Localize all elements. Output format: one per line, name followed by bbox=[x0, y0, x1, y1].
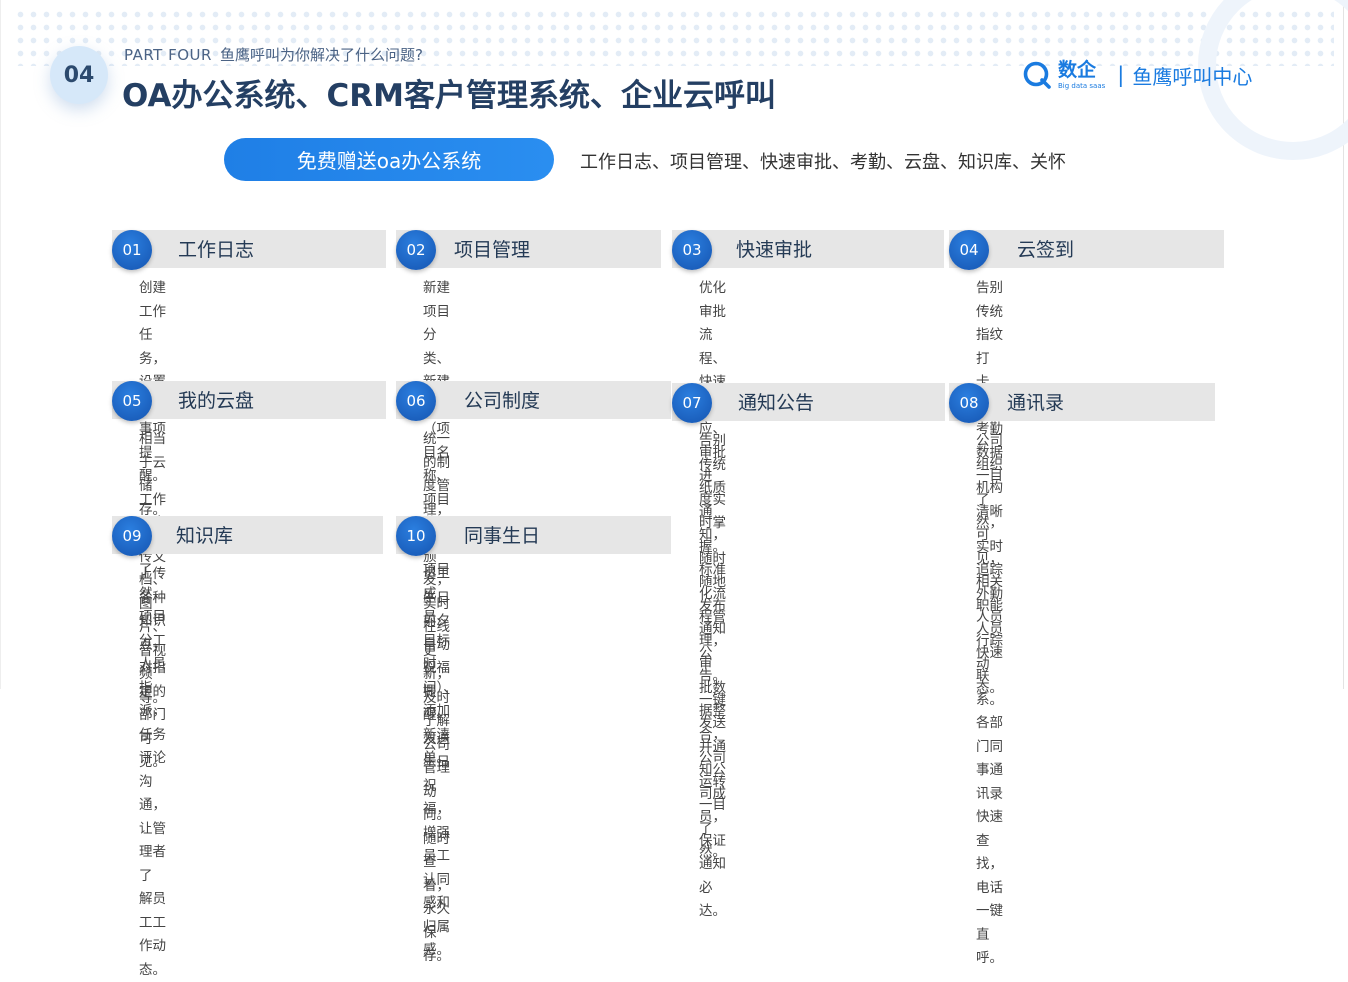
feature-number-badge: 01 bbox=[112, 230, 152, 270]
feature-number-badge: 03 bbox=[672, 230, 712, 270]
description-line: 公司组织机构清晰可见，相关职能 bbox=[976, 433, 1003, 614]
section-subtitle: PART FOUR 鱼鹰呼叫为你解决了什么问题? bbox=[124, 44, 423, 65]
feature-card-title: 通讯录 bbox=[949, 383, 1215, 421]
description-line: 上传各种知识点，对指定的部门可 bbox=[139, 566, 166, 747]
description-line: 通知公告。一键发送并通知公司成 bbox=[699, 621, 726, 802]
free-oa-pill: 免费赠送oa办公系统 bbox=[224, 138, 554, 181]
call-center-name: 鱼鹰呼叫中心 bbox=[1132, 64, 1253, 89]
feature-card-title: 知识库 bbox=[112, 516, 383, 554]
brand-separator: | bbox=[1117, 63, 1125, 87]
feature-card-title: 我的云盘 bbox=[112, 381, 386, 419]
description-line: 人员快速联系。各部门同事通讯录 bbox=[976, 621, 1003, 802]
section-number-badge: 04 bbox=[50, 46, 108, 104]
feature-card-description: 员工生日前夕自动祝福提醒，发送生日祝福，增强员工认同感和归属感。 bbox=[423, 563, 450, 963]
description-line: 员，保证通知必达。 bbox=[699, 809, 726, 919]
description-line: 感。 bbox=[423, 942, 450, 958]
feature-number-badge: 05 bbox=[112, 381, 152, 421]
description-line: 告别传统纸质通知，随时随地发布 bbox=[699, 433, 726, 614]
feature-card-description: 告别传统纸质通知，随时随地发布通知公告。一键发送并通知公司成员，保证通知必达。 bbox=[699, 430, 726, 924]
feature-number-badge: 02 bbox=[396, 230, 436, 270]
feature-card-title: 同事生日 bbox=[396, 516, 671, 554]
feature-card-title: 工作日志 bbox=[112, 230, 386, 268]
description-line: 解员工工作动态。 bbox=[139, 891, 166, 978]
description-line: 快速查找，电话一键直呼。 bbox=[976, 809, 1003, 966]
description-line: 员工生日前夕自动祝福提醒，发送 bbox=[423, 566, 450, 747]
section-question: 鱼鹰呼叫为你解决了什么问题? bbox=[219, 46, 423, 64]
feature-card-title: 项目管理 bbox=[396, 230, 661, 268]
feature-card-title: 公司制度 bbox=[396, 381, 671, 419]
feature-card-title: 云签到 bbox=[949, 230, 1224, 268]
feature-number-badge: 06 bbox=[396, 381, 436, 421]
description-line: 生日祝福，增强员工认同感和归属 bbox=[423, 754, 450, 935]
feature-number-badge: 04 bbox=[949, 230, 989, 270]
feature-number-badge: 08 bbox=[949, 383, 989, 423]
description-line: 度实时掌握。标准化流程管理，审 bbox=[699, 491, 726, 673]
brand-name-cn: 数企 bbox=[1058, 58, 1097, 81]
feature-card-title: 快速审批 bbox=[672, 230, 944, 268]
feature-list-text: 工作日志、项目管理、快速审批、考勤、云盘、知识库、关怀 bbox=[580, 152, 1066, 173]
feature-card-title: 通知公告 bbox=[672, 383, 945, 421]
feature-card-description: 上传各种知识点，对指定的部门可见。 bbox=[139, 563, 166, 775]
feature-number-badge: 10 bbox=[396, 516, 436, 556]
dot-pattern-decoration bbox=[14, 8, 1334, 66]
page-title: OA办公系统、CRM客户管理系统、企业云呼叫 bbox=[122, 78, 776, 114]
brand-text: 数企 Big data saas bbox=[1058, 58, 1106, 90]
brand-name-en: Big data saas bbox=[1058, 81, 1106, 90]
brand-logo: 数企 Big data saas | 鱼鹰呼叫中心 bbox=[1022, 60, 1252, 90]
feature-number-badge: 09 bbox=[112, 516, 152, 556]
feature-card-description: 公司组织机构清晰可见，相关职能人员快速联系。各部门同事通讯录快速查找，电话一键直… bbox=[976, 430, 1003, 971]
brand-q-icon bbox=[1023, 61, 1051, 89]
feature-number-badge: 07 bbox=[672, 383, 712, 423]
part-label: PART FOUR bbox=[124, 46, 212, 64]
description-line: 一目了然，实时追踪外勤人员行踪 bbox=[976, 468, 1003, 649]
slide-frame bbox=[0, 0, 1344, 689]
description-line: 见。 bbox=[139, 754, 166, 770]
